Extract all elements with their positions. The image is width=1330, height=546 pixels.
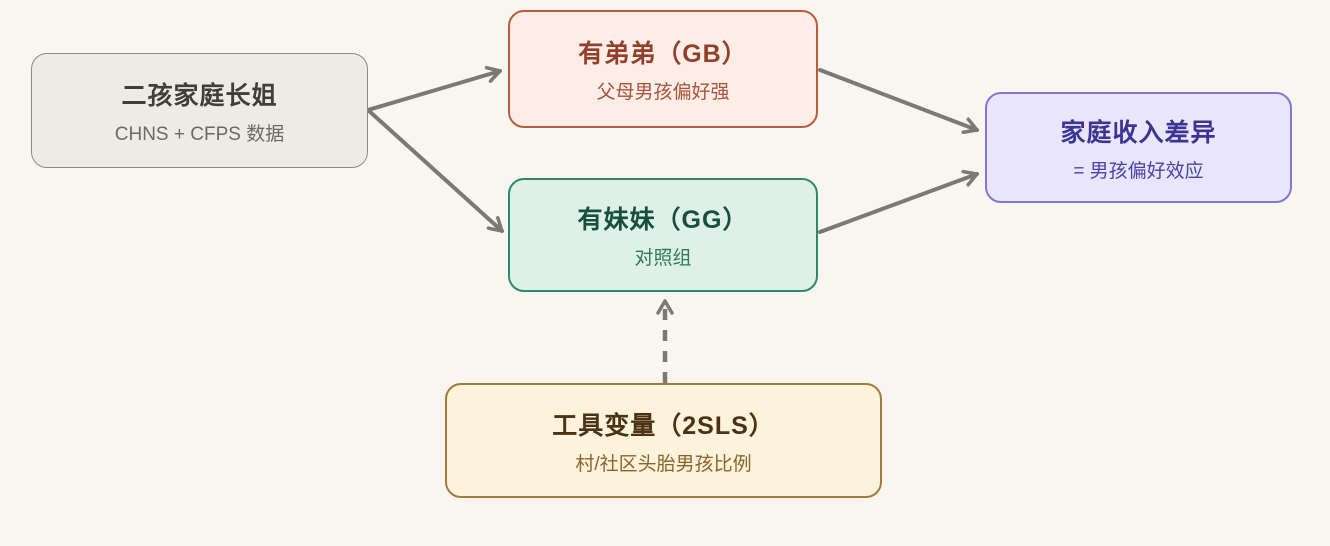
node-gb-title: 有弟弟（GB）: [578, 40, 748, 68]
node-outcome: 家庭收入差异 = 男孩偏好效应: [985, 92, 1292, 203]
node-gb-subtitle: 父母男孩偏好强: [596, 82, 730, 103]
node-outcome-title: 家庭收入差异: [1060, 118, 1217, 147]
arrow-gb-to-outcome: [818, 68, 979, 135]
node-gg-subtitle: 对照组: [634, 248, 692, 269]
arrow-gg-to-outcome: [818, 169, 979, 234]
node-gg-title: 有妹妹（GG）: [577, 206, 749, 234]
node-gg: 有妹妹（GG） 对照组: [508, 178, 818, 292]
node-gb: 有弟弟（GB） 父母男孩偏好强: [508, 10, 818, 128]
node-iv: 工具变量（2SLS） 村/社区头胎男孩比例: [445, 383, 882, 498]
node-iv-subtitle: 村/社区头胎男孩比例: [575, 453, 752, 475]
node-outcome-subtitle: = 男孩偏好效应: [1073, 160, 1204, 182]
node-source: 二孩家庭长姐 CHNS + CFPS 数据: [31, 53, 368, 168]
node-iv-title: 工具变量（2SLS）: [552, 411, 775, 440]
arrow-source-to-gg: [366, 108, 504, 233]
node-source-subtitle: CHNS + CFPS 数据: [114, 123, 285, 145]
arrow-source-to-gb: [366, 65, 502, 112]
node-source-title: 二孩家庭长姐: [121, 81, 278, 110]
